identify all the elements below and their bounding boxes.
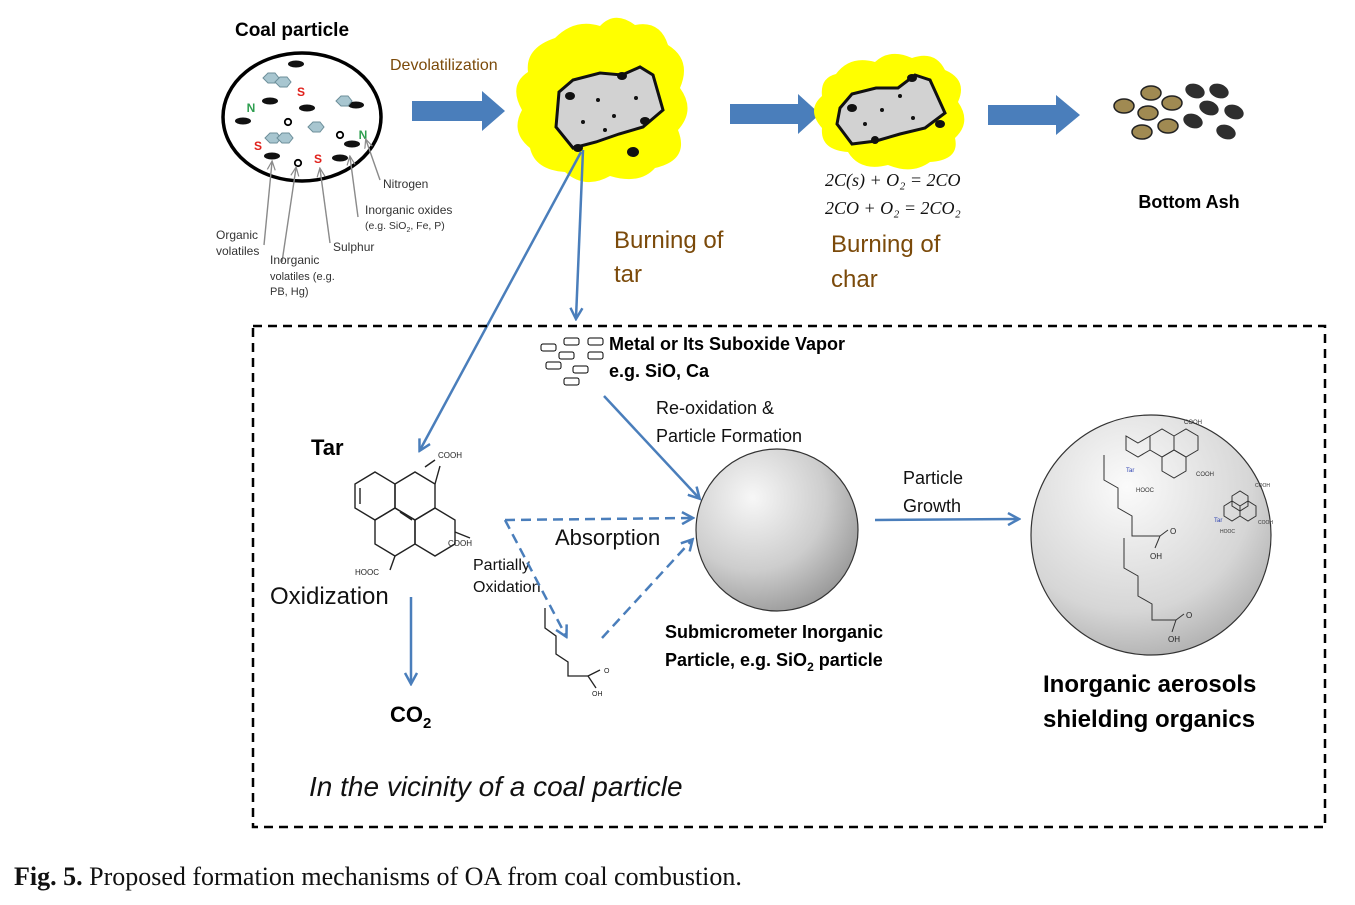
- char-equation-1: 2C(s) + O₂ = 2CO: [825, 170, 961, 191]
- carbon-pellets: [235, 60, 364, 162]
- soot-dots: [847, 74, 945, 144]
- acid-absorption-dashed-arrow: [601, 540, 692, 639]
- char-to-ash-arrow: [988, 95, 1080, 135]
- sulphur-callout: Sulphur: [333, 240, 374, 254]
- co2-label: CO2: [390, 702, 431, 732]
- aromatic-rings: [262, 72, 353, 144]
- absorption-dashed-arrow: [504, 518, 692, 520]
- sulphur-letter: S: [314, 152, 322, 166]
- sulphur-letter: S: [297, 85, 305, 99]
- inorganic-volatiles-callout: volatiles (e.g.: [270, 271, 335, 283]
- coal-particle: Coal particle N N S: [216, 20, 452, 298]
- nitrogen-letter: N: [359, 128, 368, 142]
- burning-char-particle: [814, 53, 965, 170]
- tar-to-char-arrow: [730, 94, 820, 134]
- callout-lines: [263, 140, 381, 263]
- acid-hydroxyl: OH: [592, 691, 603, 698]
- figure-number: Fig. 5.: [14, 862, 83, 891]
- aerosol-label: shielding organics: [1043, 706, 1255, 733]
- acid-hydroxyl: OH: [1168, 635, 1180, 644]
- tar-label: Tar: [311, 435, 344, 460]
- acid-hydroxyl: OH: [1150, 552, 1162, 561]
- organic-volatiles-callout: Organic: [216, 228, 258, 242]
- devolatilization-arrow: [412, 91, 505, 131]
- tar-tag: Tar: [1126, 468, 1134, 474]
- metal-vapor-example: e.g. SiO, Ca: [609, 361, 710, 381]
- tar-tag: Tar: [1214, 518, 1222, 524]
- bottom-ash-particles: [1113, 83, 1244, 140]
- particle-growth-label: Particle: [903, 468, 963, 488]
- figure-caption: Fig. 5. Proposed formation mechanisms of…: [14, 862, 742, 892]
- acid-oxygen: O: [604, 668, 610, 675]
- cooh-group: COOH: [448, 539, 472, 548]
- aerosol-label: Inorganic aerosols: [1043, 671, 1256, 698]
- coal-particle-title: Coal particle: [235, 20, 349, 41]
- oxidization-label: Oxidization: [270, 583, 389, 610]
- nitrogen-letter: N: [247, 101, 256, 115]
- hooc-group: HOOC: [1136, 488, 1155, 494]
- sulphur-letter: S: [254, 139, 262, 153]
- partial-oxidation-label: Partially: [473, 557, 530, 574]
- char-equation-2: 2CO + O₂ = 2CO₂: [825, 198, 961, 218]
- particle-growth-arrow: [874, 519, 1018, 520]
- burning-char-label: Burning of: [831, 231, 941, 258]
- figure-caption-text: Proposed formation mechanisms of OA from…: [82, 862, 742, 891]
- devolatilization-label: Devolatilization: [390, 57, 498, 74]
- hooc-group: HOOC: [355, 568, 379, 577]
- reoxidation-arrow: [603, 395, 699, 498]
- inorganic-aerosol: [1030, 414, 1272, 656]
- burning-tar-label: Burning of: [614, 227, 724, 254]
- inorganic-oxides-example: (e.g. SiO2, Fe, P): [365, 220, 445, 234]
- absorption-label: Absorption: [555, 525, 660, 550]
- burning-tar-label: tar: [614, 261, 642, 288]
- coal-particle-outline: [221, 51, 383, 183]
- vicinity-label: In the vicinity of a coal particle: [309, 771, 683, 802]
- metal-vapor-label: Metal or Its Suboxide Vapor: [609, 334, 845, 354]
- submicron-label: Submicrometer Inorganic: [665, 622, 883, 642]
- reoxidation-label: Particle Formation: [656, 426, 802, 446]
- cooh-group: COOH: [1184, 420, 1202, 426]
- soot-dots: [565, 72, 650, 157]
- embedded-organic-molecules: [1103, 428, 1257, 633]
- vicinity-boundary: [251, 324, 1327, 829]
- particle-growth-label: Growth: [903, 496, 961, 516]
- burning-tar-particle: [516, 17, 688, 183]
- burning-char-label: char: [831, 266, 878, 293]
- cooh-group: COOH: [1258, 520, 1273, 526]
- organic-volatiles-callout: volatiles: [216, 244, 259, 258]
- metal-vapor-molecules: [540, 337, 604, 386]
- acid-oxygen: O: [1186, 611, 1192, 620]
- partial-oxidation-dashed-arrow: [503, 519, 566, 636]
- partial-oxidation-label: Oxidation: [473, 579, 541, 596]
- submicron-label: Particle, e.g. SiO2 particle: [665, 650, 883, 674]
- inorganic-volatiles-callout: PB, Hg): [270, 286, 309, 298]
- cooh-group: COOH: [1255, 483, 1270, 489]
- cooh-group: COOH: [438, 451, 462, 460]
- acid-oxygen: O: [1170, 527, 1176, 536]
- inorganic-oxides-callout: Inorganic oxides: [365, 203, 452, 217]
- nitrogen-callout: Nitrogen: [383, 177, 428, 191]
- inorganic-volatiles-callout: Inorganic: [270, 253, 319, 267]
- hooc-group: HOOC: [1220, 529, 1235, 535]
- bottom-ash-label: Bottom Ash: [1138, 192, 1239, 212]
- tar-to-tar-molecule-arrow: [420, 151, 583, 450]
- char-body: [835, 73, 947, 146]
- carboxylic-acid-structure: [544, 608, 601, 689]
- tar-to-vapor-arrow: [576, 149, 585, 318]
- cooh-group: COOH: [1196, 472, 1214, 478]
- tar-molecule-structure: [354, 459, 471, 571]
- reoxidation-label: Re-oxidation &: [656, 398, 774, 418]
- submicron-particle: [695, 448, 859, 612]
